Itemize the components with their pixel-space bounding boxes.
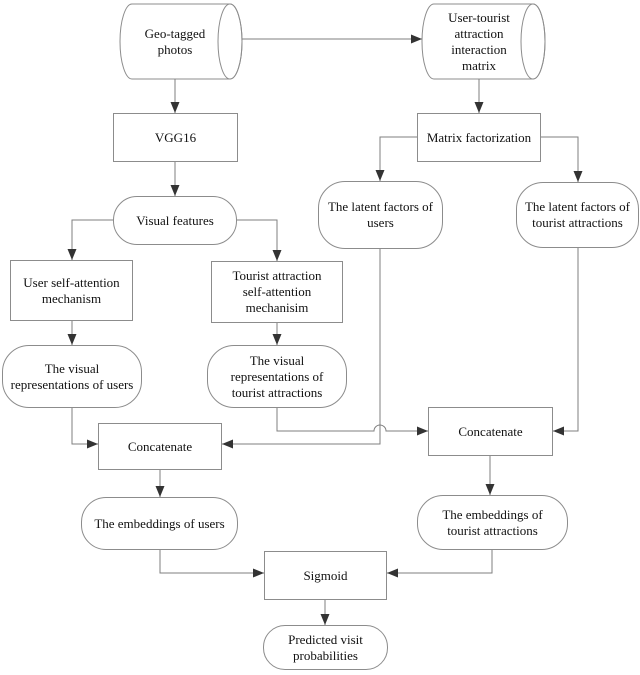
node-tourist-attraction-self-attention: Tourist attraction self-attention mechan… [211, 261, 343, 323]
node-visual-representations-users: The visual representations of users [2, 345, 142, 408]
edge-visual-features-to-user-attention [67, 219, 113, 260]
node-visual-features: Visual features [113, 196, 237, 245]
node-concatenate-attractions: Concatenate [428, 407, 553, 456]
node-visual-representations-attractions: The visual representations of tourist at… [207, 345, 347, 408]
node-embeddings-attractions: The embeddings of tourist attractions [417, 495, 568, 550]
node-embeddings-users: The embeddings of users [81, 497, 238, 550]
node-sigmoid: Sigmoid [264, 551, 387, 600]
node-predicted-visit-probabilities: Predicted visit probabilities [263, 625, 388, 670]
geo-tagged-photos-cylinder [119, 3, 243, 80]
edge-factorization-to-latent-attractions [541, 136, 583, 182]
edge-latent-attractions-to-concatenate [553, 248, 579, 436]
edge-embeddings-users-to-sigmoid [159, 550, 264, 578]
edge-visual-features-to-tourist-attention [237, 219, 282, 261]
edge-factorization-to-latent-users [375, 136, 417, 181]
edge-visual-rep-attractions-to-concatenate [276, 408, 428, 436]
edge-embeddings-attractions-to-sigmoid [387, 550, 493, 578]
node-vgg16: VGG16 [113, 113, 238, 162]
node-concatenate-users: Concatenate [98, 423, 222, 470]
node-matrix-factorization: Matrix factorization [417, 113, 541, 162]
node-user-self-attention: User self-attention mechanism [10, 260, 133, 321]
edge-visual-rep-users-to-concatenate [71, 408, 98, 449]
edge-latent-users-to-concatenate [222, 249, 381, 449]
node-latent-factors-users: The latent factors of users [318, 181, 443, 249]
user-matrix-cylinder [421, 3, 546, 80]
node-geo-tagged-photos: Geo-tagged photos [144, 25, 206, 57]
node-latent-factors-attractions: The latent factors of tourist attraction… [516, 182, 639, 248]
node-user-tourist-interaction-matrix: User-tourist attraction interaction matr… [448, 9, 510, 73]
